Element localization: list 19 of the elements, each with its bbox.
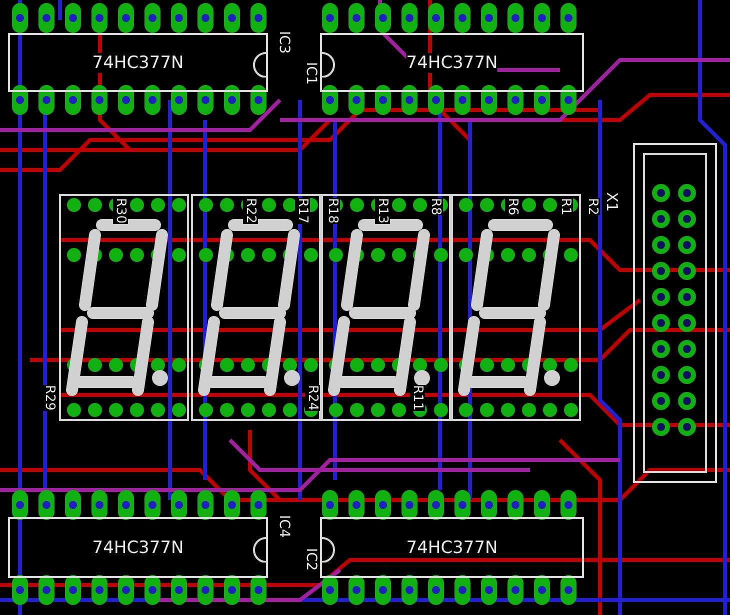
chip-designator: IC2 (303, 548, 319, 571)
resistor-designator: R22 (243, 198, 258, 224)
chip-designator: IC1 (303, 62, 319, 85)
resistor-designator: R6 (505, 198, 520, 216)
resistor-designator: R30 (113, 198, 128, 224)
resistor-designator: R11 (410, 385, 425, 411)
resistor-designator: R13 (375, 198, 390, 224)
part-number: 74HC377N (92, 52, 184, 72)
chip-outline (8, 33, 268, 92)
connector-designator: X1 (603, 192, 621, 212)
resistor-designator: R17 (295, 198, 310, 224)
chip-outline (320, 517, 584, 578)
chip-designator: IC4 (276, 515, 292, 538)
chip-outline (8, 517, 268, 578)
part-number: 74HC377N (406, 52, 498, 72)
chip-outline (320, 33, 584, 92)
resistor-designator: R29 (42, 385, 57, 411)
chip-designator: IC3 (276, 31, 292, 54)
resistor-designator: R24 (305, 385, 320, 411)
